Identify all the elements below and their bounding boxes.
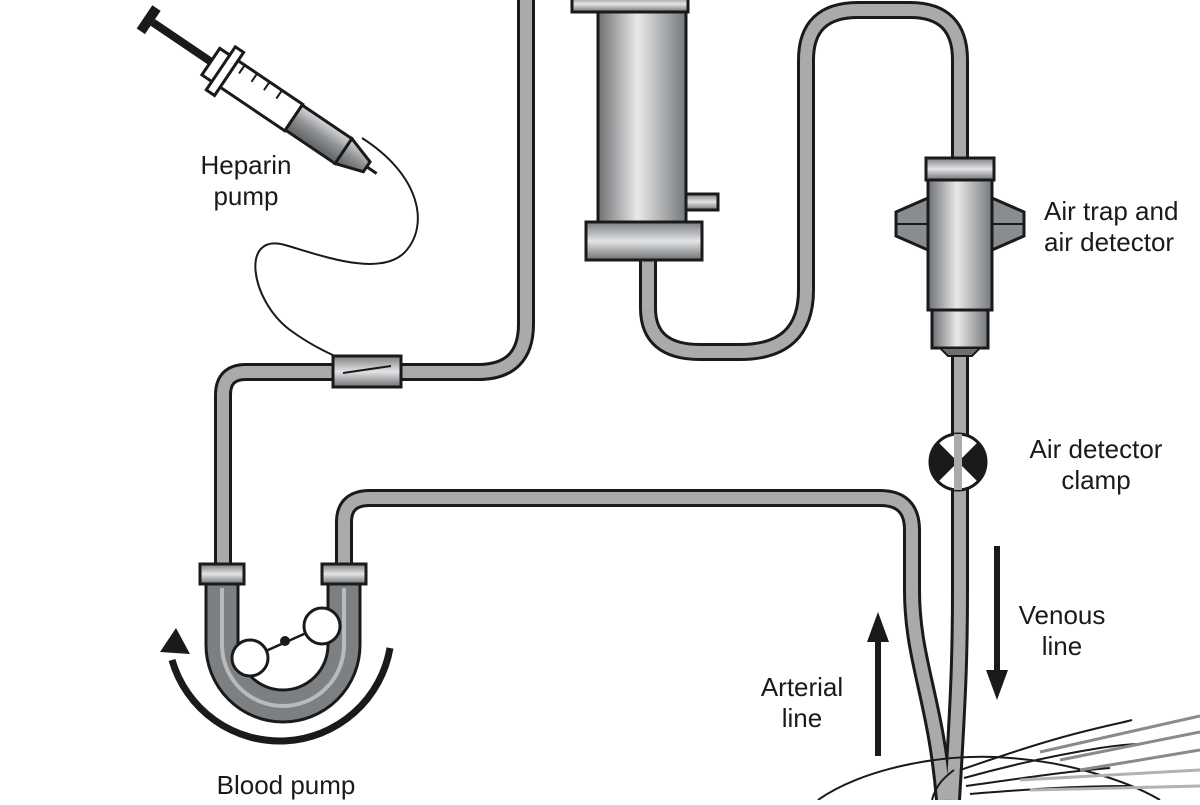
- dialyzer-icon: [570, 0, 720, 262]
- blood-pump-label: Blood pump: [216, 770, 356, 800]
- air-trap-icon: [894, 156, 1026, 357]
- arterial-flow-arrow-icon: [867, 612, 889, 756]
- air-trap-label: Air trap and air detector: [1044, 196, 1179, 257]
- blood-pump-icon: [160, 562, 394, 745]
- heparin-syringe-icon: [136, 5, 419, 371]
- heparin-pump-label: Heparin pump: [200, 150, 292, 211]
- tube-pump-to-junction: [214, 363, 340, 568]
- air-detector-clamp-icon: [928, 432, 988, 492]
- tube-junction-to-top: [400, 0, 535, 381]
- rotation-arrow-icon: [168, 647, 394, 745]
- heparin-junction-icon: [331, 354, 403, 389]
- air-detector-clamp-label: Air detector clamp: [1029, 434, 1163, 495]
- tube-pump-to-arterial: [335, 489, 953, 801]
- arterial-line-label: Arterial line: [760, 672, 844, 733]
- patient-arm-icon: [817, 714, 1200, 801]
- venous-line-label: Venous line: [1018, 600, 1106, 661]
- venous-flow-arrow-icon: [986, 546, 1008, 700]
